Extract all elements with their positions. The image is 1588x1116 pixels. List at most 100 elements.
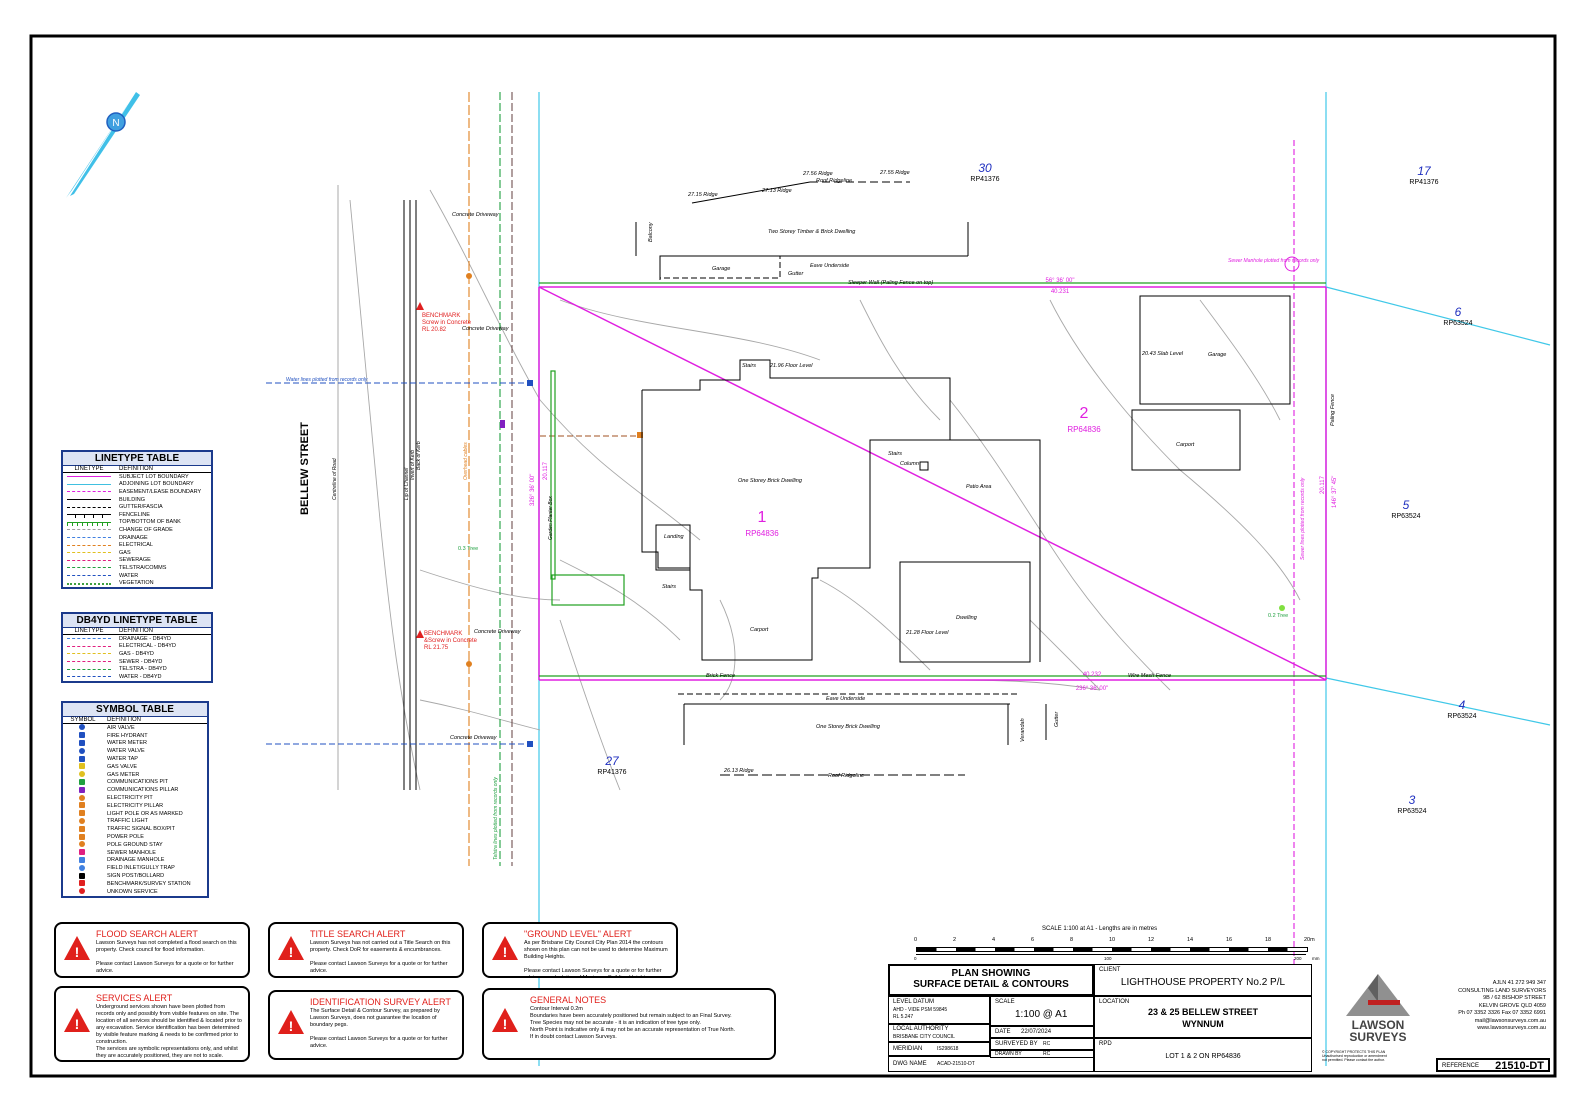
db4yd-row: ELECTRICAL - DB4YD: [63, 643, 211, 651]
title-search-alert: ! TITLE SEARCH ALERT Lawson Surveys has …: [268, 922, 464, 978]
power-pole-icon: [466, 661, 472, 667]
sleeper-wall-label: Sleeper Wall (Paling Fence on top): [848, 280, 933, 286]
fence-lines: [539, 282, 1326, 677]
benchmark-1-line1: Screw in Concrete: [422, 320, 472, 326]
symbol-row: ELECTRICITY PILLAR: [63, 802, 207, 810]
adjoining-lot-3: 3: [1409, 793, 1416, 807]
symbol-icon: [79, 732, 85, 739]
symbol-icon: [79, 724, 85, 731]
linetype-def: BUILDING: [119, 496, 145, 503]
symbol-icon: [79, 763, 85, 770]
balcony-label: Balcony: [648, 221, 654, 242]
symbol-row: AIR VALVE: [63, 724, 207, 732]
warning-icon: !: [278, 1010, 304, 1034]
floor-2-label: 21.28 Floor Level: [905, 630, 949, 636]
db4yd-col2: DEFINITION: [119, 628, 153, 634]
lot-1-number: 1: [758, 509, 767, 526]
symbol-col2: DEFINITION: [107, 717, 141, 723]
title-block: PLAN SHOWING SURFACE DETAIL & CONTOURS L…: [888, 964, 1552, 1074]
slab-label: 20.43 Slab Level: [1141, 351, 1184, 357]
location-2: WYNNUM: [1182, 1019, 1224, 1029]
right-length: 20.117: [1320, 475, 1326, 494]
top-bearing: 56° 36' 00": [1045, 278, 1074, 284]
linetype-col2: DEFINITION: [119, 466, 153, 472]
id-alert-body: The Surface Detail & Contour Survey, as …: [310, 1008, 448, 1049]
adjoining-lot-boundaries: [538, 92, 1551, 1066]
scale-bar: SCALE 1:100 at A1 - Lengths are in metre…: [914, 926, 1320, 966]
meridian-value: IS298618: [937, 1046, 959, 1052]
electricity-pit-icon: [637, 432, 643, 438]
subject-lot-boundary: [538, 286, 1327, 681]
reference-value: 21510-DT: [1495, 1060, 1544, 1072]
svg-text:!: !: [289, 944, 294, 960]
symbol-row: POLE GROUND STAY: [63, 841, 207, 849]
mm-tick: 0: [914, 956, 917, 961]
eave-bottom-label: Eave Underside: [826, 696, 865, 702]
adjoining-lot-6: 6: [1455, 305, 1462, 319]
email[interactable]: mail@lawsonsurveys.com.au: [1474, 1017, 1546, 1024]
symbol-icon: [79, 747, 85, 754]
linetype-def: VEGETATION: [119, 580, 154, 587]
company-name-2: SURVEYS: [1349, 1030, 1407, 1044]
flood-search-alert: ! FLOOD SEARCH ALERT Lawson Surveys has …: [54, 922, 250, 978]
linetype-row: SUBJECT LOT BOUNDARY: [63, 473, 211, 481]
water-note: Water lines plotted from records only: [286, 377, 368, 383]
water-meter-icon: [527, 380, 533, 386]
symbol-row: FIRE HYDRANT: [63, 732, 207, 740]
symbol-def: TRAFFIC SIGNAL BOX/PIT: [107, 826, 175, 833]
adjoining-lot-4-plan: RP63524: [1447, 713, 1476, 720]
dwg-label: DWG NAME: [893, 1061, 927, 1067]
web[interactable]: www.lawsonsurveys.com.au: [1477, 1025, 1546, 1031]
scale-value: 1:100 @ A1: [1015, 1009, 1068, 1020]
landing-label: Landing: [664, 534, 685, 540]
patio-label: Patio Area: [966, 484, 991, 490]
symbol-row: LIGHT POLE OR AS MARKED: [63, 810, 207, 818]
benchmark-icon: [416, 302, 424, 310]
lot-2-plan: RP64836: [1067, 425, 1101, 434]
telstra-note: Telstra lines plotted from records only: [493, 777, 499, 860]
symbol-def: POLE GROUND STAY: [107, 841, 163, 848]
addr2: KELVIN GROVE QLD 4059: [1478, 1002, 1546, 1009]
ridge-b-label: 27.13 Ridge: [761, 188, 792, 194]
ridge-c-label: 27.56 Ridge: [802, 171, 833, 177]
sewer-manhole-icon: [1284, 256, 1300, 272]
ridge-bottom-label: 26.13 Ridge: [723, 768, 754, 774]
north-label: N: [112, 118, 119, 129]
symbol-def: COMMUNICATIONS PIT: [107, 779, 169, 786]
tree-1-label: 0.3 Tree: [458, 546, 478, 552]
symbol-row: COMMUNICATIONS PILLAR: [63, 786, 207, 794]
two-storey-label: Two Storey Timber & Brick Dwelling: [768, 229, 856, 235]
symbol-def: TRAFFIC LIGHT: [107, 818, 148, 825]
db4yd-def: GAS - DB4YD: [119, 650, 154, 657]
svg-text:!: !: [503, 1016, 508, 1032]
linetype-def: TELSTRA/COMMS: [119, 564, 167, 571]
symbol-icon: [79, 849, 85, 856]
symbol-def: WATER TAP: [107, 756, 138, 763]
linetype-row: EASEMENT/LEASE BOUNDARY: [63, 488, 211, 496]
garage-top-label: Garage: [712, 266, 730, 272]
location-label: LOCATION: [1099, 999, 1130, 1005]
svg-text:!: !: [289, 1018, 294, 1034]
symbol-row: TRAFFIC LIGHT: [63, 817, 207, 826]
left-length: 20.117: [543, 461, 549, 480]
general-notes: ! GENERAL NOTES Contour Interval 0.2m Bo…: [482, 988, 776, 1060]
verandah-label: Verandah: [1020, 718, 1026, 742]
adjoining-lot-30: 30: [978, 161, 992, 175]
benchmark-icon: [416, 630, 424, 638]
linetype-def: ELECTRICAL: [119, 542, 153, 549]
lot-1-plan: RP64836: [745, 529, 779, 538]
linetype-def: SEWERAGE: [119, 557, 151, 564]
scale-tick: 14: [1187, 937, 1194, 943]
sewer-line-note: Sewer lines plotted from records only: [1300, 477, 1306, 560]
plan-title-2: SURFACE DETAIL & CONTOURS: [913, 979, 1069, 990]
client-label: CLIENT: [1099, 967, 1121, 973]
symbol-def: BENCHMARK/SURVEY STATION: [107, 880, 191, 887]
scale-tick: 20m: [1304, 937, 1315, 943]
paling-fence-label: Paling Fence: [1330, 394, 1336, 426]
symbol-def: WATER METER: [107, 740, 148, 747]
mm-label: mm: [1312, 956, 1320, 961]
one-storey-bottom-label: One Storey Brick Dwelling: [816, 724, 881, 730]
symbol-row: POWER POLE: [63, 833, 207, 841]
svg-text:!: !: [75, 1016, 80, 1032]
